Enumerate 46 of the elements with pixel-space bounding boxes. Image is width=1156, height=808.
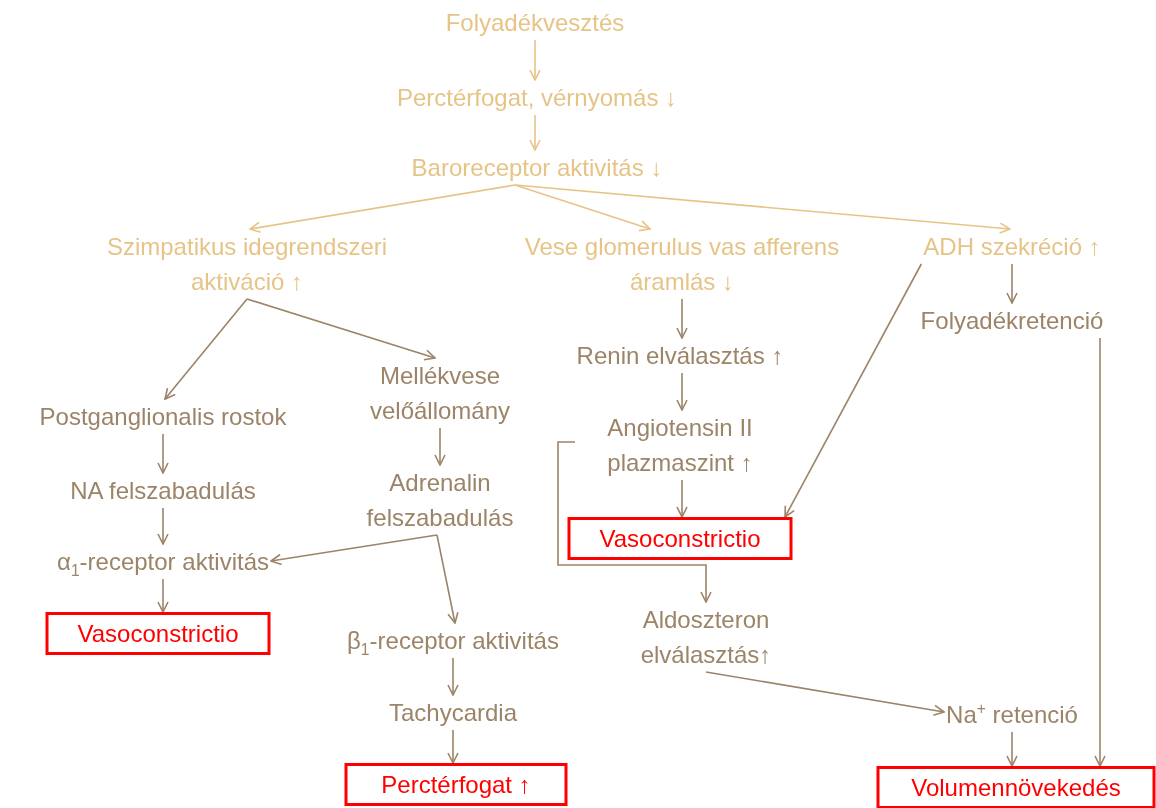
arrow	[514, 184, 651, 232]
process-text: Postganglionalis rostok	[37, 399, 289, 434]
arrow	[1006, 263, 1018, 304]
highlight-box: Vasoconstrictio	[567, 517, 793, 560]
process-text: Szimpatikus idegrendszeri aktiváció ↑	[67, 229, 427, 299]
arrow	[529, 39, 541, 81]
arrow	[1006, 731, 1018, 767]
process-text: Adrenalin felszabadulás	[335, 465, 545, 535]
arrow	[447, 657, 459, 696]
arrow	[249, 184, 516, 234]
arrow	[705, 671, 945, 717]
arrow	[157, 507, 169, 545]
process-text: Folyadékretenció	[918, 303, 1106, 338]
arrow	[676, 479, 688, 518]
process-text: Folyadékvesztés	[443, 5, 627, 40]
process-text: Aldoszteron elválasztás↑	[601, 602, 811, 672]
process-text: Vese glomerulus vas afferens áramlás ↓	[517, 229, 847, 299]
arrow	[557, 441, 712, 603]
arrow	[434, 427, 446, 466]
arrow	[436, 534, 459, 624]
highlight-box: Vasoconstrictio	[45, 612, 271, 655]
process-text: β$_{1}$-receptor aktivitás	[345, 623, 561, 658]
arrow	[164, 298, 248, 400]
process-text: ADH szekréció ↑	[921, 229, 1103, 264]
arrow	[270, 534, 438, 566]
highlight-box: Perctérfogat ↑	[344, 763, 568, 806]
process-text: Perctérfogat, vérnyomás ↓	[394, 80, 680, 115]
process-text: NA felszabadulás	[68, 473, 258, 508]
arrow	[514, 184, 1011, 234]
arrow	[676, 372, 688, 411]
process-text: α$_{1}$-receptor aktivitás	[55, 544, 271, 579]
process-text: Mellékvese velőállomány	[335, 358, 545, 428]
process-text: Na$^{+}$ retenció	[944, 697, 1080, 732]
arrow	[529, 114, 541, 151]
arrow	[157, 578, 169, 613]
process-text: Tachycardia	[386, 695, 520, 730]
arrow	[1094, 337, 1106, 767]
arrow	[676, 298, 688, 339]
arrow	[447, 729, 459, 764]
arrow	[246, 298, 436, 361]
process-text: Renin elválasztás ↑	[574, 338, 786, 373]
highlight-box: Volumennövekedés	[876, 766, 1156, 808]
arrow	[784, 263, 923, 518]
process-text: Baroreceptor aktivitás ↓	[409, 150, 665, 185]
process-text: Angiotensin II plazmaszint ↑	[575, 410, 785, 480]
arrow	[157, 433, 169, 474]
